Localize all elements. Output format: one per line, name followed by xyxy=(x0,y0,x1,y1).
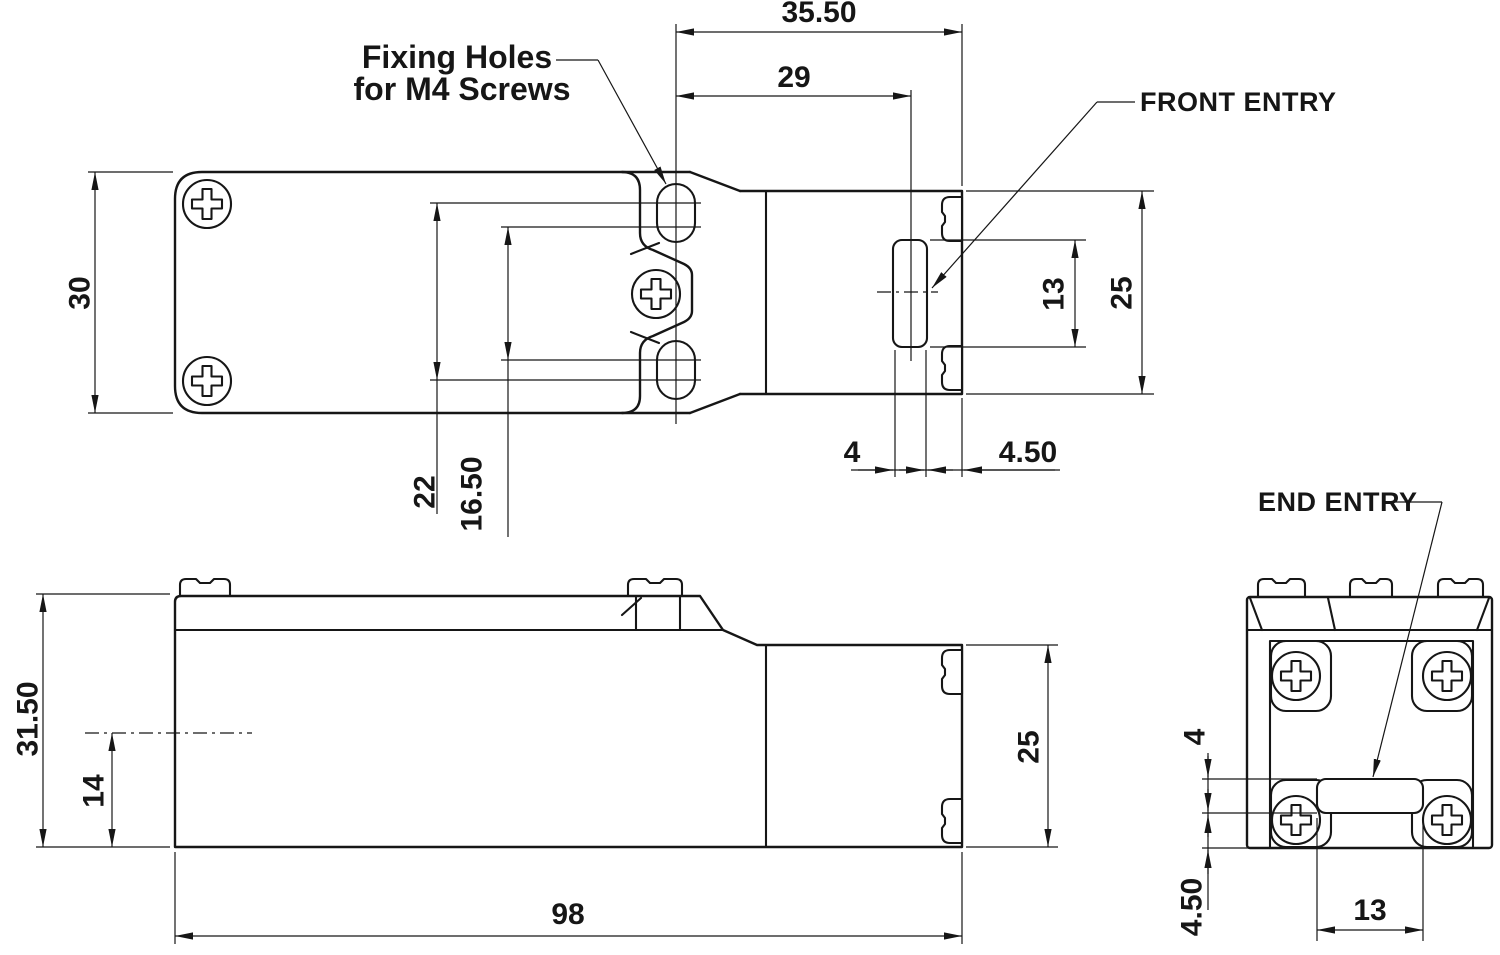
leader-fixing-holes xyxy=(597,59,667,185)
front-entry-opening xyxy=(891,238,929,349)
side-view: 31.50 14 98 25 xyxy=(12,577,1058,944)
extension-line xyxy=(430,202,701,381)
dim-text-31-50: 31.50 xyxy=(12,681,45,756)
dim-text-4: 4 xyxy=(1179,728,1212,745)
dim-text-4-50: 4.50 xyxy=(999,436,1057,469)
dim-text-35-50: 35.50 xyxy=(781,0,856,29)
extension-line xyxy=(88,171,173,414)
phillips-screw-icon xyxy=(181,178,233,230)
head-outline xyxy=(738,189,964,396)
extension-line xyxy=(966,644,1058,848)
dim-text-25: 25 xyxy=(1106,276,1139,309)
fixing-slot-upper xyxy=(655,183,697,243)
leader-front-entry xyxy=(931,101,1098,289)
extension-line xyxy=(1202,778,1317,849)
extension-line xyxy=(894,350,963,477)
cover-corner-chamfer xyxy=(1248,596,1491,632)
screw-head-profile xyxy=(626,577,684,598)
dim-text-25: 25 xyxy=(1013,730,1046,763)
extension-line xyxy=(174,852,963,944)
body-taper-bottom xyxy=(688,392,742,415)
phillips-screw-icon xyxy=(1421,794,1473,846)
screw-head-profile xyxy=(1348,577,1394,599)
callout-fixing-holes-line2: for M4 Screws xyxy=(354,71,571,107)
phillips-screw-icon xyxy=(1421,650,1473,702)
dim-text-16-50: 16.50 xyxy=(456,456,489,531)
end-clip-bottom xyxy=(940,344,964,392)
dim-text-22: 22 xyxy=(409,475,442,508)
tab-edge-tick-lower xyxy=(629,330,661,345)
end-body-outline xyxy=(1245,595,1494,850)
phillips-screw-icon xyxy=(630,268,682,320)
end-clip-top xyxy=(940,648,964,696)
dim-text-30: 30 xyxy=(64,276,97,309)
end-clip-top xyxy=(940,195,964,243)
dim-text-13: 13 xyxy=(1353,894,1386,927)
inner-face-outline xyxy=(1268,639,1475,850)
screw-head-profile xyxy=(1256,577,1307,599)
body-taper-top xyxy=(688,170,742,193)
leader-end-entry xyxy=(1372,501,1443,778)
side-outline xyxy=(173,594,964,849)
end-view: 4 4.50 13 END ENTRY xyxy=(1176,487,1494,941)
plate-outline xyxy=(173,170,692,415)
screw-shank-lines xyxy=(634,594,682,632)
chamfer-tick xyxy=(620,596,643,617)
end-clip-bottom xyxy=(940,797,964,845)
dim-text-98: 98 xyxy=(551,898,584,931)
phillips-screw-icon xyxy=(181,355,233,407)
dim-text-29: 29 xyxy=(777,61,810,94)
end-entry-opening xyxy=(1315,777,1425,815)
screw-head-profile xyxy=(1436,577,1485,599)
extension-line xyxy=(36,593,170,848)
cover-tick xyxy=(1326,596,1337,632)
dim-text-14: 14 xyxy=(78,774,111,808)
dim-text-13: 13 xyxy=(1038,277,1071,310)
extension-line xyxy=(1316,818,1424,941)
callout-end-entry: END ENTRY xyxy=(1258,487,1418,517)
extension-line xyxy=(930,190,1154,395)
top-view: 35.50 29 30 22 16.50 4 4.50 13 25 Fixing… xyxy=(64,0,1337,537)
callout-fixing-holes-line1: Fixing Holes xyxy=(362,39,552,75)
tab-edge-tick-upper xyxy=(629,241,661,256)
phillips-screw-icon xyxy=(1270,650,1322,702)
screw-head-profile xyxy=(178,577,232,598)
callout-front-entry: FRONT ENTRY xyxy=(1140,87,1337,117)
dim-text-4-50: 4.50 xyxy=(1176,878,1209,936)
dim-text-4: 4 xyxy=(844,436,861,469)
phillips-screw-icon xyxy=(1270,794,1322,846)
